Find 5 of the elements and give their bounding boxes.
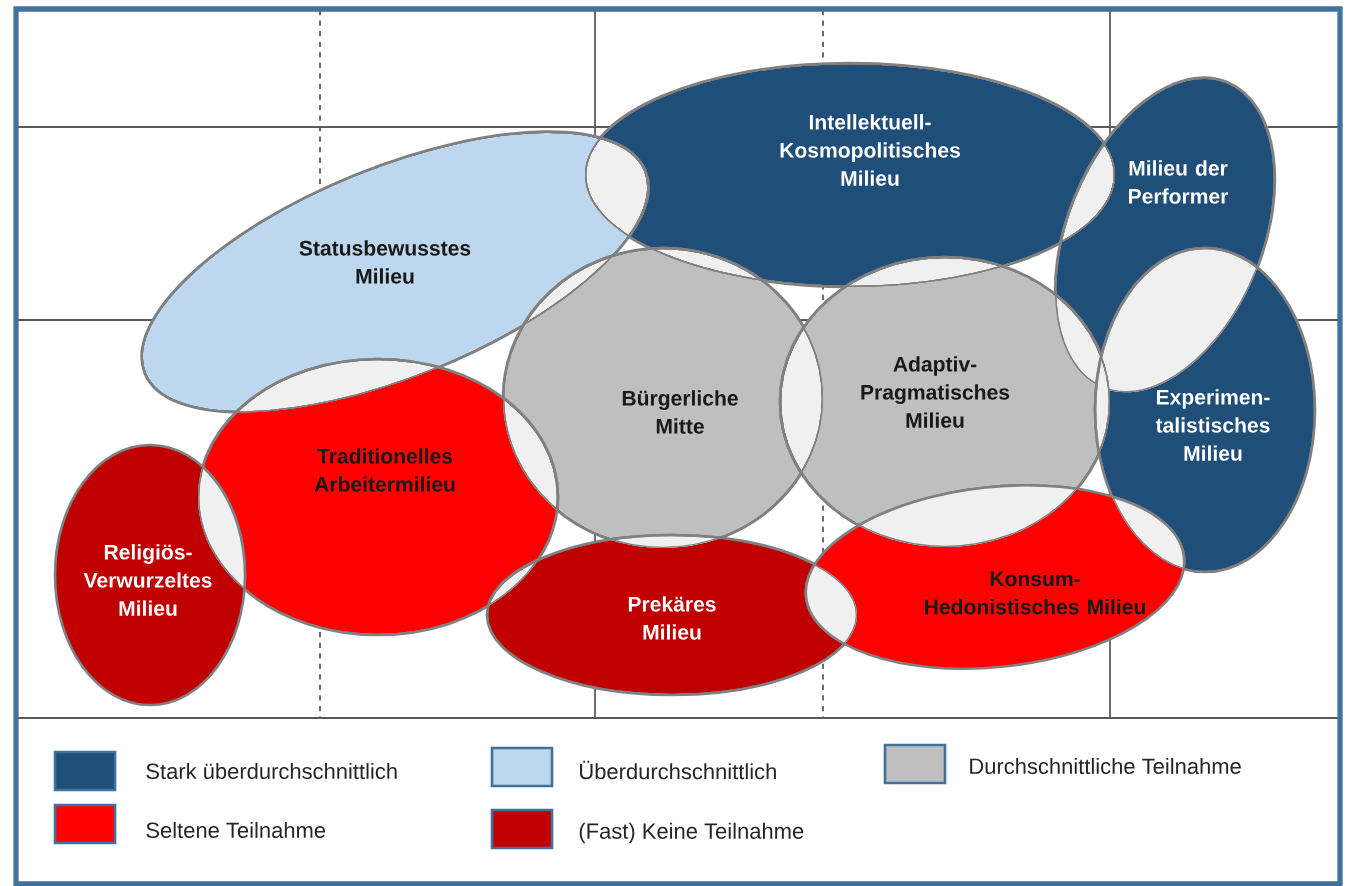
- legend-label: Überdurchschnittlich: [580, 760, 776, 780]
- legend-label: Stark überdurchschnittlich: [146, 762, 397, 780]
- legend-label: Seltene Teilnahme: [146, 821, 326, 839]
- legend-label: Durchschnittliche Teilnahme: [970, 757, 1241, 775]
- legend-label: (Fast) Keine Teilnahme: [579, 822, 804, 844]
